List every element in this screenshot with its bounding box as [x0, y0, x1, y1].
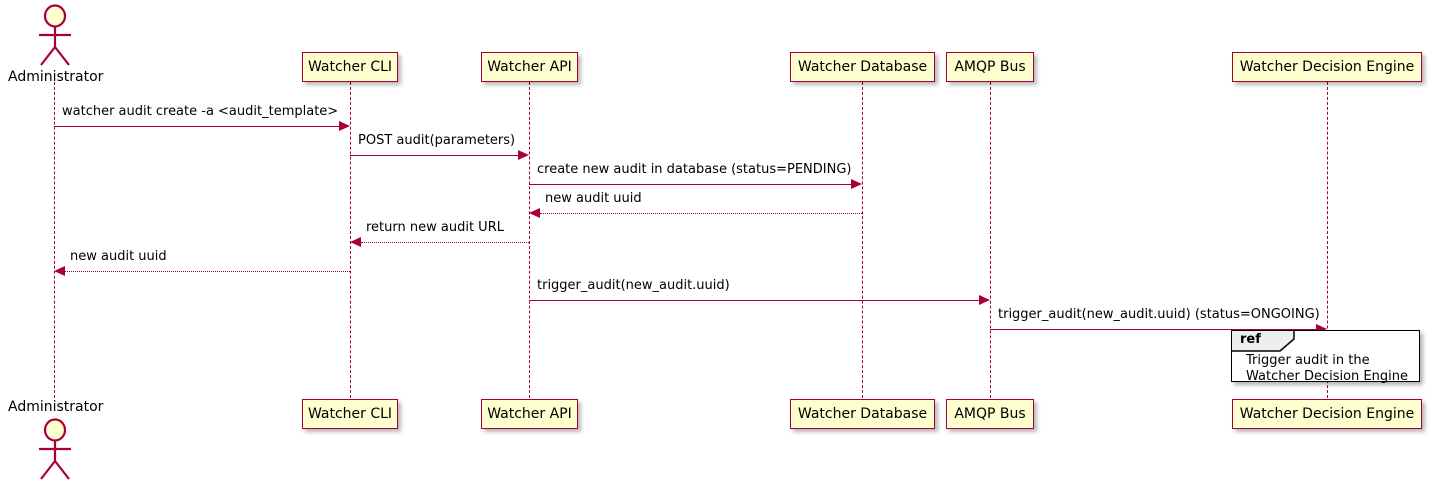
participant-watcher-api-bottom[interactable]: Watcher API — [481, 399, 578, 429]
actor-label-administrator-bottom: Administrator — [8, 399, 104, 415]
message-arrowhead-5 — [350, 237, 361, 247]
message-line-1 — [54, 126, 339, 127]
message-label-7: trigger_audit(new_audit.uuid) — [537, 278, 730, 293]
message-arrowhead-1 — [339, 121, 350, 131]
message-line-4 — [540, 213, 862, 214]
actor-figure-icon — [39, 4, 71, 66]
message-line-7 — [529, 300, 979, 301]
message-line-6 — [65, 271, 350, 272]
lifeline-watcher-database — [862, 82, 863, 398]
message-line-5 — [361, 242, 529, 243]
message-label-3: create new audit in database (status=PEN… — [537, 162, 852, 177]
message-label-5: return new audit URL — [366, 220, 504, 235]
ref-fragment-line-2: Watcher Decision Engine — [1246, 369, 1408, 384]
message-line-2 — [350, 155, 518, 156]
message-arrowhead-7 — [979, 295, 990, 305]
actor-figure-icon — [39, 418, 71, 480]
participant-amqp-bus-bottom[interactable]: AMQP Bus — [946, 399, 1034, 429]
message-label-6: new audit uuid — [70, 249, 167, 264]
ref-fragment-line-1: Trigger audit in the — [1246, 353, 1370, 368]
message-arrowhead-3 — [851, 179, 862, 189]
participant-watcher-decision-engine-bottom[interactable]: Watcher Decision Engine — [1232, 399, 1422, 429]
message-arrowhead-4 — [529, 208, 540, 218]
message-label-2: POST audit(parameters) — [358, 133, 516, 148]
message-line-3 — [529, 184, 851, 185]
lifeline-amqp-bus — [990, 82, 991, 398]
participant-watcher-cli-bottom[interactable]: Watcher CLI — [302, 399, 398, 429]
lifeline-administrator — [54, 82, 55, 398]
message-label-1: watcher audit create -a <audit_template> — [62, 104, 339, 119]
participant-watcher-decision-engine-top[interactable]: Watcher Decision Engine — [1232, 52, 1422, 82]
actor-administrator-top[interactable] — [26, 2, 84, 68]
message-arrowhead-8 — [1316, 324, 1327, 334]
lifeline-watcher-decision-engine — [1327, 82, 1328, 398]
ref-fragment-tab — [1232, 331, 1294, 350]
message-label-4: new audit uuid — [545, 191, 642, 206]
message-arrowhead-2 — [518, 150, 529, 160]
ref-fragment-tab-outline — [1232, 331, 1295, 352]
participant-watcher-api-top[interactable]: Watcher API — [481, 52, 578, 82]
participant-amqp-bus-top[interactable]: AMQP Bus — [946, 52, 1034, 82]
participant-watcher-database-bottom[interactable]: Watcher Database — [790, 399, 935, 429]
lifeline-watcher-api — [529, 82, 530, 398]
participant-watcher-cli-top[interactable]: Watcher CLI — [302, 52, 398, 82]
participant-watcher-database-top[interactable]: Watcher Database — [790, 52, 935, 82]
message-label-8: trigger_audit(new_audit.uuid) (status=ON… — [998, 307, 1320, 322]
actor-label-administrator-top: Administrator — [8, 69, 104, 85]
ref-fragment[interactable]: ref Trigger audit in the Watcher Decisio… — [1231, 330, 1420, 384]
message-arrowhead-6 — [54, 266, 65, 276]
ref-fragment-tab-label: ref — [1240, 332, 1261, 347]
message-line-8 — [990, 329, 1316, 330]
actor-administrator-bottom[interactable] — [26, 416, 84, 482]
